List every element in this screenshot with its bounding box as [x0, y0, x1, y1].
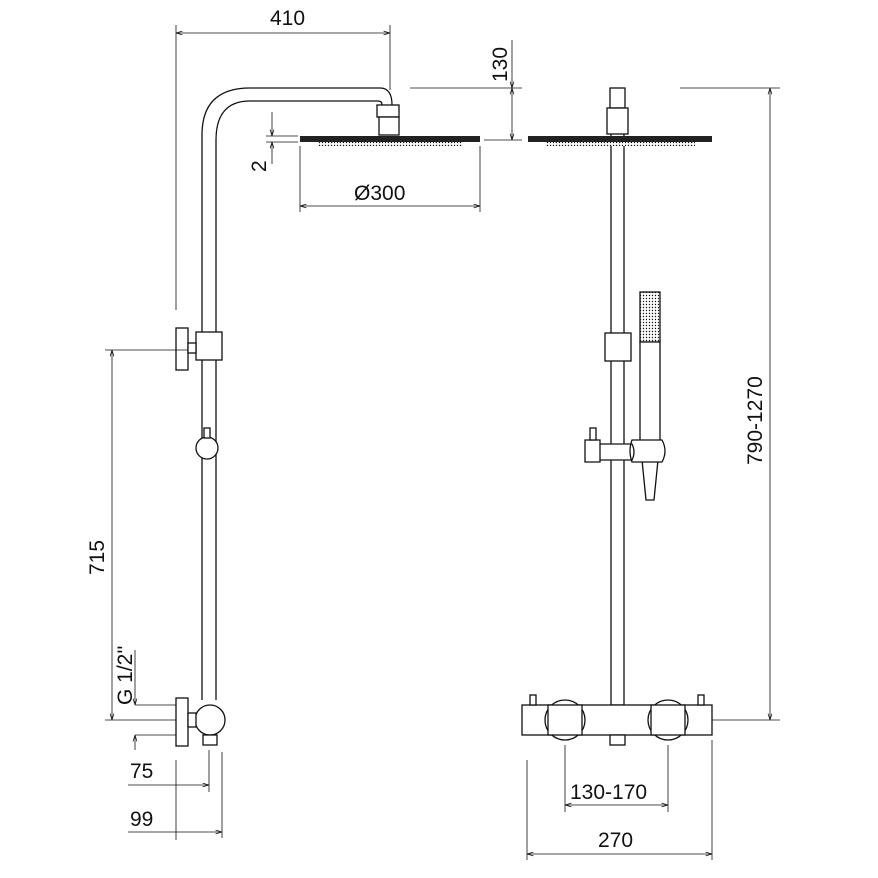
hand-shower-holder: [584, 439, 666, 463]
dimension-2: 2: [248, 112, 298, 172]
spout-outlet: [609, 734, 626, 746]
mixer-knob: [175, 697, 189, 747]
top-connector: [609, 87, 626, 109]
bar-connector: [697, 694, 705, 706]
dimension-99: 99: [128, 752, 223, 838]
dimension-label: 2: [248, 160, 271, 172]
head-nozzles: [318, 142, 463, 146]
dimension-label: 75: [130, 760, 153, 783]
dimension-label: 790-1270: [744, 376, 767, 465]
hand-shower-handle: [639, 341, 661, 501]
head-nut: [378, 116, 400, 136]
slider-clamp: [604, 332, 632, 362]
dimension-thread: G 1/2'': [114, 646, 137, 750]
adjuster-cap: [203, 427, 211, 439]
diverter-stem: [187, 342, 197, 354]
head-connector: [376, 104, 400, 118]
side-view: [135, 87, 480, 747]
dimension-label: 410: [270, 7, 305, 30]
shower-head-plate: [528, 136, 712, 142]
shower-head-plate: [300, 136, 480, 142]
hand-shower-head: [639, 291, 661, 343]
height-adjuster-ball: [195, 436, 219, 460]
outlet: [202, 734, 218, 746]
head-nut: [606, 107, 629, 135]
dimension-715: 715: [86, 349, 188, 721]
dimension-label: 270: [598, 829, 633, 852]
front-view: [521, 87, 713, 746]
dimension-410: 410: [175, 7, 391, 310]
riser-pipe-outer: [201, 87, 393, 700]
dimension-diameter-300: Ø300: [299, 146, 481, 212]
dimension-130-170: 130-170: [564, 745, 669, 812]
dimension-label: 130-170: [570, 781, 647, 804]
mixer-body: [194, 704, 226, 736]
dimension-75: 75: [128, 750, 210, 840]
riser-pipe-inner: [215, 100, 383, 700]
slider-clamp: [195, 331, 223, 361]
dimension-label: Ø300: [354, 182, 405, 205]
mixer-stem: [187, 712, 197, 728]
dimension-130: 130: [410, 40, 522, 141]
dimension-label: 130: [489, 47, 512, 82]
riser-pipe: [610, 129, 625, 706]
head-nozzles: [545, 142, 695, 146]
dimension-790-1270: 790-1270: [680, 87, 780, 721]
dimension-label: 99: [130, 808, 153, 831]
dimension-270: 270: [526, 740, 713, 860]
bar-connector: [529, 694, 537, 706]
diverter-knob: [175, 327, 189, 371]
dimension-label: 715: [86, 540, 109, 575]
holder-knob: [589, 427, 597, 441]
dimension-label: G 1/2'': [114, 646, 137, 705]
